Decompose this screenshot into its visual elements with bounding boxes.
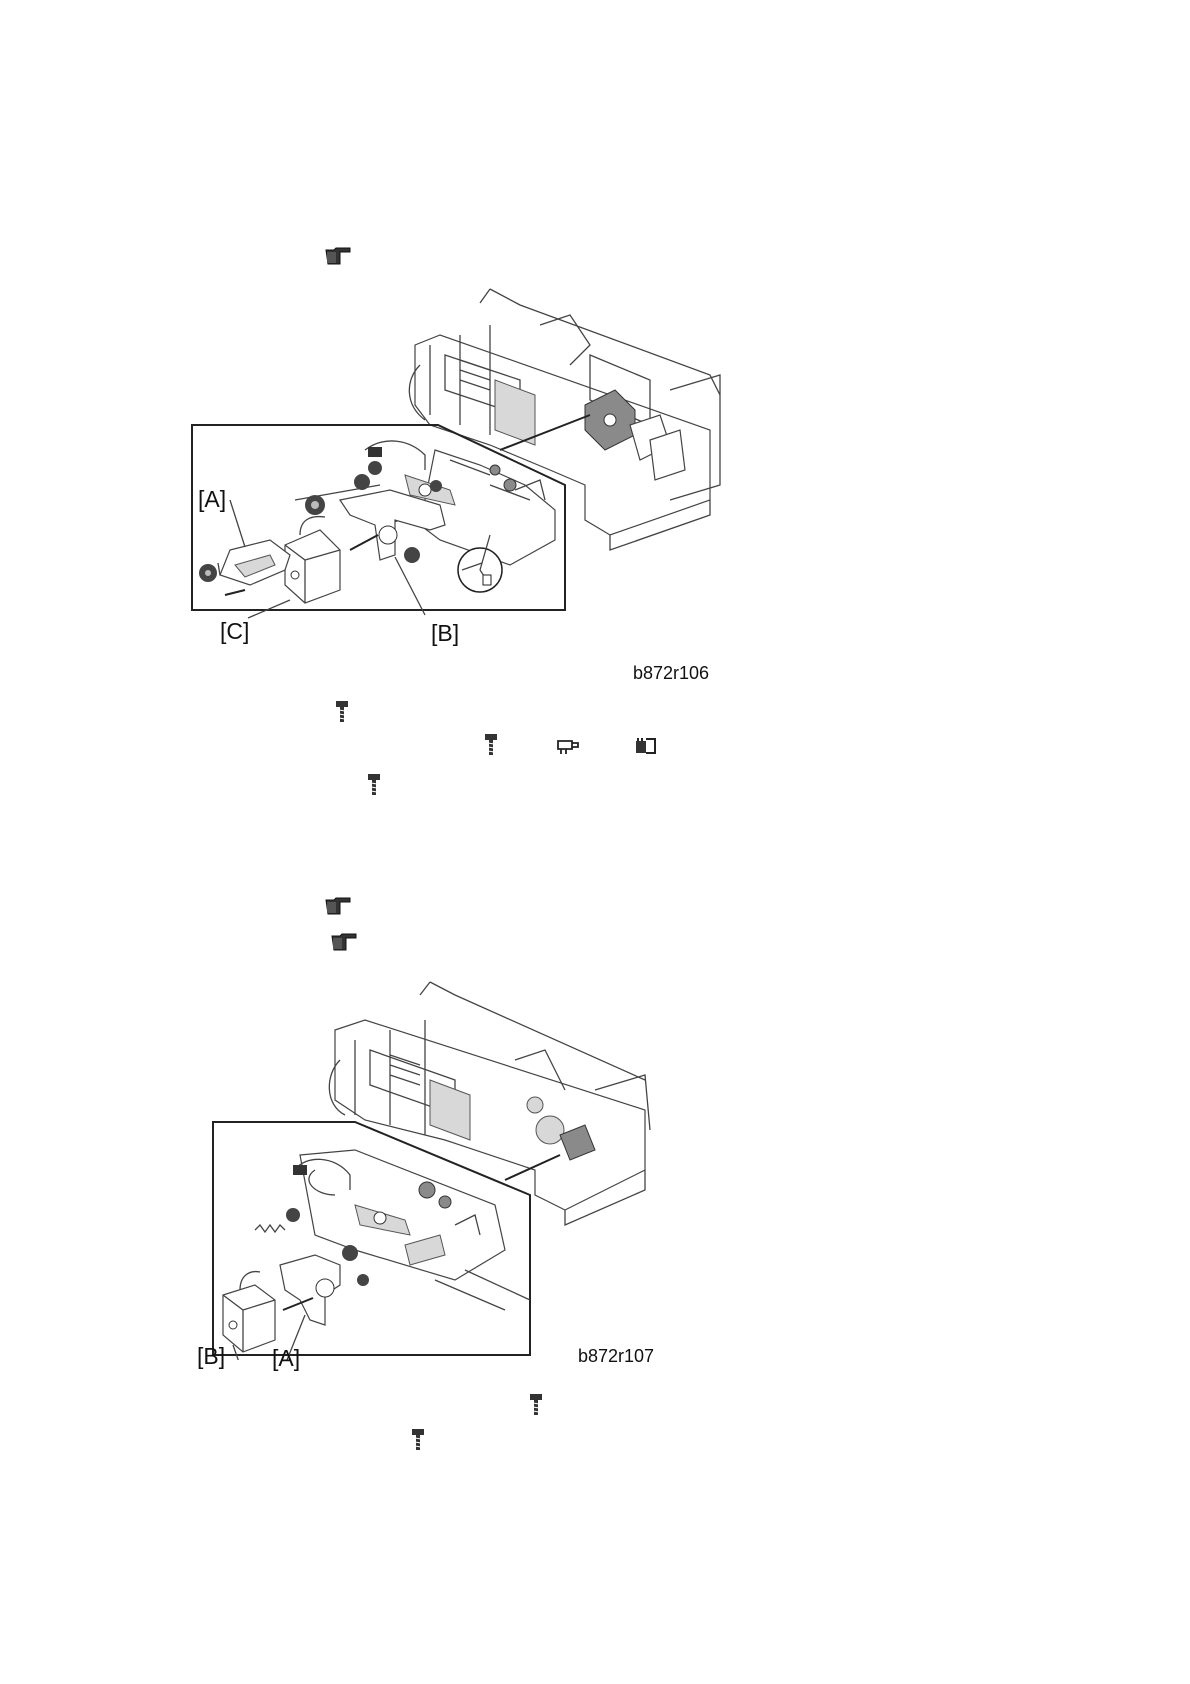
figure-b872r106 — [190, 285, 730, 695]
callout-a: [A] — [198, 486, 226, 513]
screw-icon — [528, 1393, 544, 1417]
figure-code: b872r107 — [578, 1346, 654, 1367]
screw-icon — [410, 1428, 426, 1452]
reference-pointing-hand-icon — [330, 930, 358, 952]
detail-assembly-illustration — [223, 1150, 530, 1360]
screw-icon — [366, 773, 382, 797]
screw-2 — [342, 1245, 358, 1261]
detail-assembly-illustration — [199, 441, 555, 618]
connector-icon — [555, 735, 581, 757]
screw-icon — [334, 700, 350, 724]
reference-pointing-hand-icon — [324, 894, 352, 916]
figure-b872r107 — [205, 980, 675, 1360]
screw-4 — [430, 480, 442, 492]
screw-1 — [286, 1208, 300, 1222]
screw-1 — [305, 495, 325, 515]
screw-3 — [357, 1274, 369, 1286]
figure-code: b872r106 — [633, 663, 709, 684]
screw-icon — [483, 733, 499, 757]
callout-c: [C] — [220, 618, 249, 645]
reference-pointing-hand-icon — [324, 244, 352, 266]
callout-a: [A] — [272, 1345, 300, 1372]
harness-clamp-icon — [633, 735, 659, 757]
screw-6 — [199, 564, 217, 582]
screw-5 — [404, 547, 420, 563]
callout-b: [B] — [431, 620, 459, 647]
screw-2 — [354, 474, 370, 490]
screw-3 — [368, 461, 382, 475]
callout-b: [B] — [197, 1343, 225, 1370]
